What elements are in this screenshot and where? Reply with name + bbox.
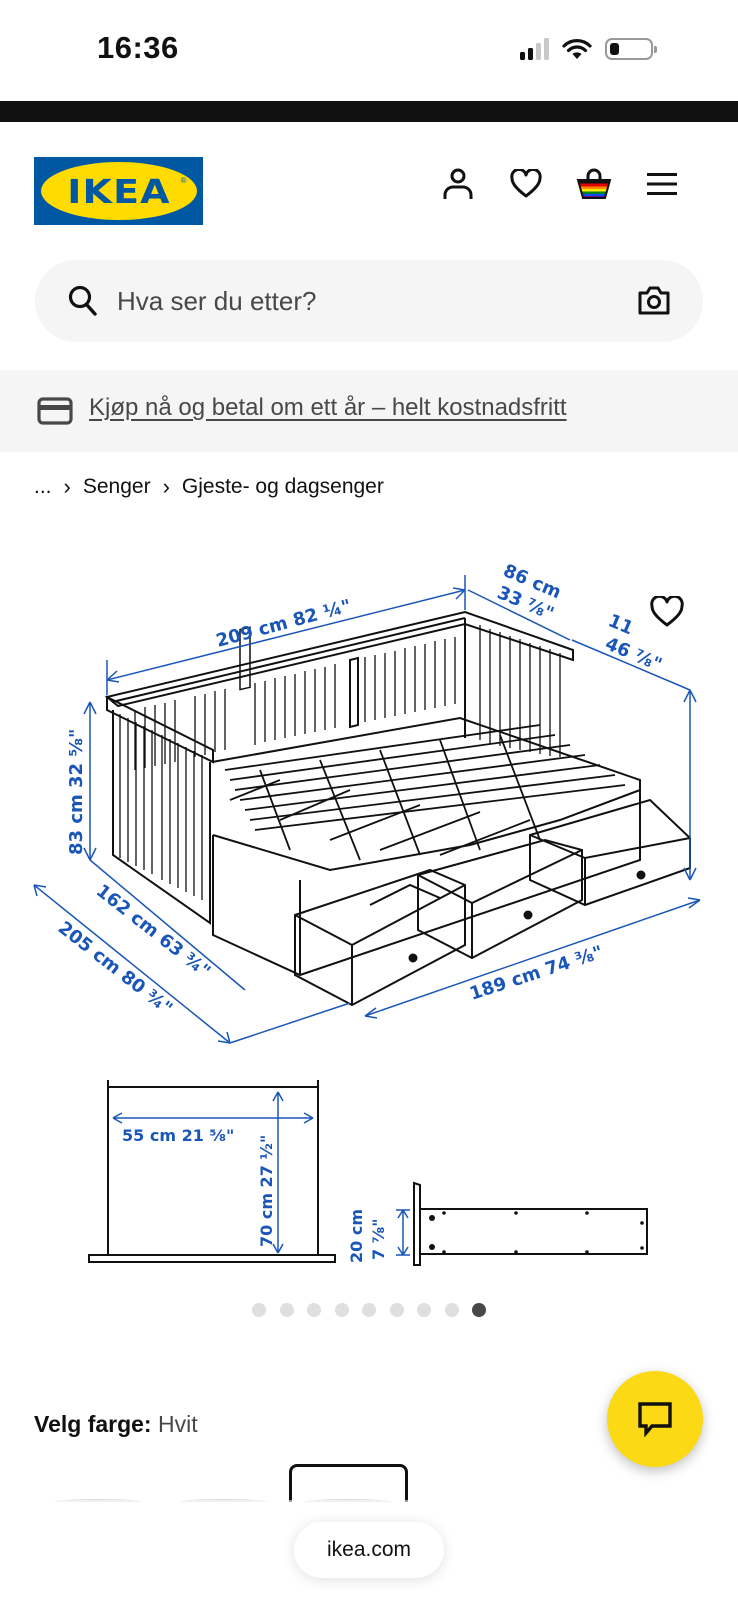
svg-text:55 cm 21 ⅝": 55 cm 21 ⅝" (122, 1126, 234, 1145)
status-icons (520, 36, 657, 62)
browser-toolbar-band (0, 101, 738, 122)
product-image-dimensions[interactable]: 209 cm 82 ¼" 86 cm 33 ⅞" 11 46 ⅞" 83 cm … (0, 540, 738, 1280)
shopping-bag-icon[interactable] (576, 166, 612, 202)
signal-icon (520, 38, 549, 60)
selected-color-value: Hvit (158, 1411, 198, 1437)
image-carousel-indicator (252, 1303, 486, 1317)
battery-icon (605, 38, 657, 60)
site-header: IKEA ® (0, 122, 738, 252)
search-icon (68, 285, 97, 316)
carousel-dot[interactable] (334, 1303, 349, 1317)
color-swatch-selected[interactable] (289, 1464, 408, 1502)
carousel-dot[interactable] (444, 1303, 459, 1317)
color-swatches (34, 1462, 738, 1502)
color-picker-label: Velg farge: Hvit (34, 1411, 198, 1438)
chat-icon (638, 1402, 672, 1437)
carousel-dot[interactable] (307, 1303, 321, 1317)
save-to-favourites-heart-icon[interactable] (650, 596, 684, 628)
camera-search-icon[interactable] (638, 285, 670, 315)
status-time: 16:36 (97, 30, 179, 65)
url-bar[interactable]: ikea.com (294, 1522, 444, 1578)
breadcrumb-item-senger[interactable]: Senger (82, 475, 151, 498)
color-label-text: Velg farge: (34, 1411, 152, 1437)
status-bar: 16:36 (0, 0, 738, 100)
heart-icon[interactable] (508, 166, 544, 202)
search-input[interactable] (117, 278, 597, 324)
svg-text:7 ⅞": 7 ⅞" (369, 1218, 388, 1260)
breadcrumb: ... › Senger › Gjeste- og dagsenger (34, 474, 384, 500)
wifi-icon (562, 39, 592, 59)
breadcrumb-ellipsis[interactable]: ... (34, 475, 52, 498)
carousel-dot-active[interactable] (472, 1303, 486, 1317)
svg-text:70 cm 27 ½": 70 cm 27 ½" (257, 1135, 276, 1247)
promo-banner: Kjøp nå og betal om ett år – helt kostna… (0, 370, 738, 452)
credit-card-icon (37, 397, 73, 425)
menu-icon[interactable] (644, 166, 680, 202)
user-icon[interactable] (440, 166, 476, 202)
svg-text:83 cm 32 ⅝": 83 cm 32 ⅝" (66, 729, 87, 855)
carousel-dot[interactable] (362, 1303, 376, 1317)
chevron-right-icon: › (162, 474, 170, 499)
logo-text: IKEA (66, 171, 171, 211)
carousel-dot[interactable] (417, 1303, 431, 1317)
chat-button[interactable] (607, 1371, 703, 1467)
carousel-dot[interactable] (389, 1303, 404, 1317)
ikea-logo[interactable]: IKEA ® (34, 157, 203, 225)
promo-link[interactable]: Kjøp nå og betal om ett år – helt kostna… (89, 394, 567, 421)
search-bar (35, 260, 703, 342)
svg-text:20 cm: 20 cm (347, 1209, 366, 1263)
breadcrumb-item-gjeste-og-dagsenger[interactable]: Gjeste- og dagsenger (181, 475, 384, 498)
carousel-dot[interactable] (252, 1303, 266, 1317)
header-icons (440, 166, 680, 202)
svg-text:46 ⅞": 46 ⅞" (602, 633, 665, 676)
carousel-dot[interactable] (279, 1303, 294, 1317)
chevron-right-icon: › (63, 474, 71, 499)
